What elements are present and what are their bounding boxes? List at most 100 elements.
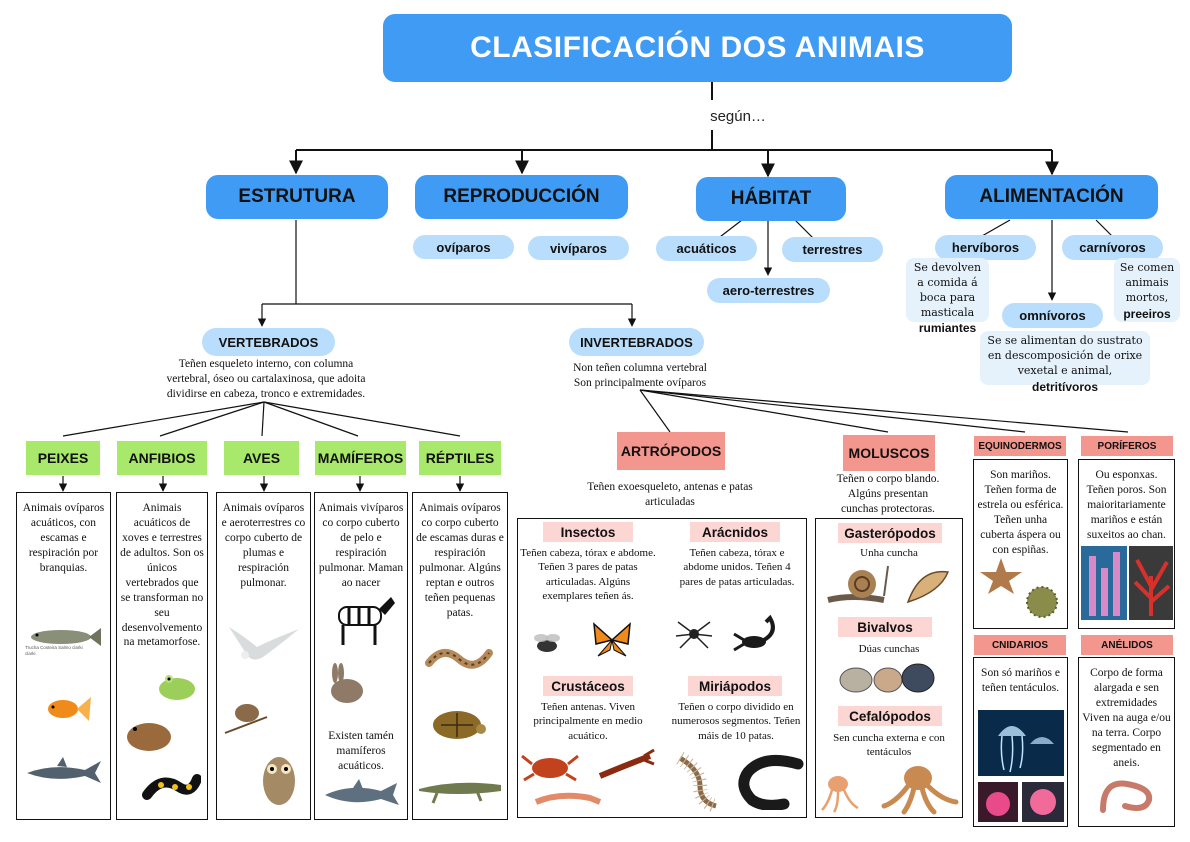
oviparos-pill: ovíparos: [413, 235, 514, 259]
seashell-image: [906, 570, 950, 604]
squid-image: [821, 776, 859, 813]
viviparos-pill: vivíparos: [528, 236, 629, 260]
bivalvos-label: Bivalvos: [838, 617, 932, 637]
herbivoros-pill: hervíboros: [935, 235, 1036, 260]
clams-image: [839, 663, 935, 693]
crocodile-image: [419, 782, 501, 804]
anfibios-text: Animais acuáticos de xoves e terrestres …: [120, 502, 204, 649]
millipede-image: [738, 754, 804, 810]
butterfly-image: [593, 622, 631, 657]
acuaticos-pill: acuáticos: [656, 236, 757, 261]
scorpion-image: [733, 614, 775, 652]
sparrow-image: [224, 704, 268, 734]
herbivoros-note: Se devolven a comida á boca para mastica…: [906, 258, 989, 335]
invertebrados-desc-1: Non teñen columna vertebral: [573, 362, 707, 374]
cnidarios-label: CNIDARIOS: [974, 635, 1066, 655]
crustaceos-label: Crustáceos: [543, 676, 633, 696]
zebra-image: [338, 597, 395, 645]
terrestres-pill: terrestres: [782, 237, 883, 262]
page-title: CLASIFICACIÓN DOS ANIMAIS: [383, 14, 1012, 82]
moluscos-desc: Teñen o corpo blando. Algúns presentan c…: [836, 473, 940, 515]
crustaceos-text: Teñen antenas. Viven principalmente en m…: [533, 701, 643, 742]
poriferos-box: Ou esponxas. Teñen poros. Son maioritari…: [1078, 459, 1175, 629]
octopus-image: [881, 766, 959, 815]
aves-box: Animais ovíparos e aeroterrestres co cor…: [216, 492, 311, 820]
mamiferos-text: Animais vivíparos co corpo cuberto de pe…: [318, 502, 404, 589]
shark-image: [27, 757, 101, 783]
anfibios-box: Animais acuáticos de xoves e terrestres …: [116, 492, 208, 820]
insectos-label: Insectos: [543, 522, 633, 542]
invertebrados-node: INVERTEBRADOS: [569, 328, 704, 356]
aracnidos-label: Arácnidos: [690, 522, 780, 542]
aves-text: Animais ovíparos e aeroterrestres co cor…: [221, 502, 306, 589]
miriapodos-text: Teñen o corpo dividido en numerosos segm…: [671, 701, 801, 742]
seagull-image: [229, 627, 299, 660]
habitat-node: HÁBITAT: [696, 177, 846, 221]
cnidarios-text: Son só mariños e teñen tentáculos.: [981, 667, 1060, 694]
peixes-box: Animais ovíparos acuáticos, con escamas …: [16, 492, 111, 820]
dolphin-image: [325, 779, 399, 805]
turtle-image: [433, 711, 486, 739]
miriapodos-label: Miriápodos: [688, 676, 782, 696]
vertebrados-node: VERTEBRADOS: [202, 328, 335, 356]
peixes-text: Animais ovíparos acuáticos, con escamas …: [22, 502, 105, 574]
rumiantes-term: rumiantes: [918, 321, 977, 336]
mamiferos-label: MAMÍFEROS: [315, 441, 406, 475]
vertebrados-desc: Teñen esqueleto interno, con columna ver…: [166, 358, 366, 400]
rabbit-image: [331, 663, 363, 703]
reproduccion-node: REPRODUCCIÓN: [415, 175, 628, 219]
reptiles-box: Animais ovíparos co corpo cuberto de esc…: [412, 492, 508, 820]
equinodermos-text: Son mariños. Teñen forma de estrela ou e…: [977, 469, 1064, 556]
trout-image: [31, 628, 101, 646]
sponge-image: [1081, 546, 1127, 620]
connector-text: según…: [710, 108, 766, 125]
salamander-image: [142, 774, 201, 800]
equinodermos-label: EQUINODERMOS: [974, 436, 1066, 456]
omnivoros-pill: omnívoros: [1002, 303, 1103, 328]
alimentacion-node: ALIMENTACIÓN: [945, 175, 1158, 219]
shrimp-image: [534, 792, 602, 805]
snake-image: [425, 649, 493, 669]
anfibios-label: ANFIBIOS: [117, 441, 207, 475]
peixes-label: PEIXES: [26, 441, 100, 475]
invertebrados-desc: Non teñen columna vertebral Son principa…: [545, 361, 735, 391]
mamiferos-box: Animais vivíparos co corpo cuberto de pe…: [314, 492, 408, 820]
omnivoros-note: Se se alimentan do sustrato en descompos…: [980, 331, 1150, 394]
carnivoros-pill: carnívoros: [1062, 235, 1163, 260]
frog-image: [159, 675, 195, 700]
trout-caption: Trucha Costeira Salmo clarki clarki: [25, 645, 83, 656]
detritivoros-term: detritívoros: [1031, 379, 1098, 394]
carnivoros-note-text: Se comen animais mortos,: [1119, 261, 1175, 304]
coral-image: [1129, 546, 1173, 620]
anelidos-box: Corpo de forma alargada e sen extremidad…: [1078, 657, 1175, 827]
mamiferos-text-2: Existen tamén mamíferos acuáticos.: [328, 730, 394, 772]
snail-image: [827, 565, 889, 603]
anemone-image-2: [1022, 782, 1064, 822]
urchin-image: [1026, 586, 1058, 618]
invertebrados-desc-2: Son principalmente ovíparos: [573, 376, 707, 389]
cefalopodos-text: Sen cuncha externa e con tentáculos: [833, 732, 945, 759]
equinodermos-box: Son mariños. Teñen forma de estrela ou e…: [973, 459, 1068, 629]
reptiles-text: Animais ovíparos co corpo cuberto de esc…: [416, 502, 504, 619]
omnivoros-note-text: Se se alimentan do sustrato en descompos…: [987, 334, 1143, 377]
starfish-image: [980, 558, 1022, 594]
aracnidos-text: Teñen cabeza, tórax e abdome unidos. Teñ…: [679, 547, 795, 588]
toad-image: [127, 723, 171, 751]
gasteropodos-label: Gasterópodos: [838, 523, 942, 543]
gasteropodos-text: Unha cuncha: [860, 547, 918, 559]
artropodos-label: ARTRÓPODOS: [617, 432, 725, 470]
anemone-image: [978, 782, 1018, 822]
artropodos-desc: Teñen exoesqueleto, antenas e patas arti…: [587, 481, 753, 508]
owl-image: [263, 757, 295, 805]
reptiles-label: RÉPTILES: [419, 441, 501, 475]
centipede-image: [676, 751, 719, 812]
crab-image: [521, 754, 579, 782]
estrutura-node: ESTRUTURA: [206, 175, 388, 219]
poriferos-label: PORÍFEROS: [1081, 436, 1173, 456]
anelidos-label: ANÉLIDOS: [1081, 635, 1173, 655]
anelidos-text: Corpo de forma alargada e sen extremidad…: [1082, 667, 1171, 769]
moluscos-label: MOLUSCOS: [843, 435, 935, 471]
cefalopodos-label: Cefalópodos: [838, 706, 942, 726]
bivalvos-text: Dúas cunchas: [858, 643, 920, 655]
goldfish-image: [48, 697, 91, 721]
